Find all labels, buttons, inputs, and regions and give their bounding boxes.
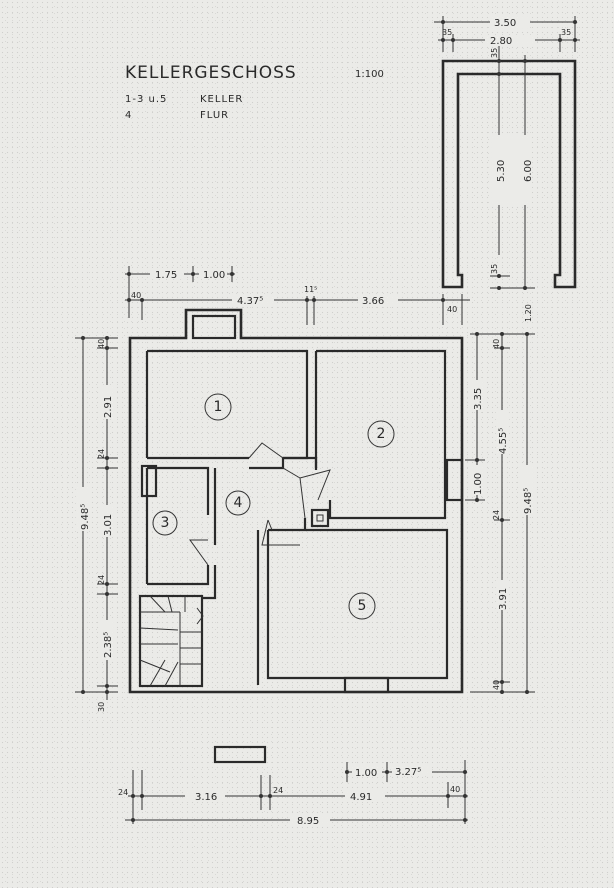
room-2: 2 [367,420,395,448]
bottom-dimension-lines [125,760,468,826]
dim-top-wall-right: 40 [447,305,457,314]
dim-right-room2: 4.55⁵ [498,428,509,454]
dim-right-window-top: 3.35 [473,388,484,410]
garage-outline [434,16,580,290]
garage-total-width: 3.50 [494,18,516,29]
dim-left-total: 9.48⁵ [80,504,91,530]
legend-label-2: FLUR [200,110,229,121]
dim-bottom-mid-wall: 24 [273,786,283,795]
dim-left-room1: 2.91 [103,396,114,418]
garage-wall-bottom: 35 [490,264,499,274]
right-dimension-lines [465,332,535,694]
dim-top-1-75: 1.75 [155,270,177,281]
plan-title: KELLERGESCHOSS [125,63,297,83]
garage-wall-top: 35 [490,48,499,58]
dim-right-total: 9.48⁵ [523,488,534,514]
dim-top-1-00: 1.00 [203,270,225,281]
plan-scale: 1:100 [355,69,384,80]
building-walls [128,308,464,694]
room-number: 2 [377,426,386,442]
dim-bottom-right-part: 3.27⁵ [395,767,421,778]
dim-right-gap: 1.20 [524,304,533,322]
dim-right-wall-top: 40 [492,339,501,349]
room-5: 5 [348,592,376,620]
room-number: 3 [161,515,170,531]
dim-left-wall-bottom: 30 [97,702,106,712]
garage-wall-left: 35 [442,28,452,37]
room-4: 4 [225,490,251,516]
garage-total-length: 6.00 [523,160,534,182]
dim-left-wall-top: 40 [97,339,106,349]
garage-inner-length: 5.30 [496,160,507,182]
dim-left-stairs: 2.38⁵ [103,632,114,658]
dim-bottom-wall-left: 24 [118,788,128,797]
dim-bottom-wall-right: 40 [450,785,460,794]
garage-wall-right: 35 [561,28,571,37]
dim-top-left-part: 4.37⁵ [237,296,263,307]
dim-bottom-window: 1.00 [355,768,377,779]
legend-rooms-1: 1-3 u.5 [125,94,167,105]
dim-bottom-right-room: 4.91 [350,792,372,803]
garage-inner-width: 2.80 [490,36,512,47]
dim-left-wall2: 24 [97,575,106,585]
legend-rooms-2: 4 [125,110,132,121]
room-number: 1 [214,399,223,415]
room-3: 3 [152,510,178,536]
dim-top-right-part: 3.66 [362,296,384,307]
dim-right-wall: 24 [492,510,501,520]
top-dimension-lines [125,266,470,325]
legend-label-1: KELLER [200,94,243,105]
dim-top-wall-left: 40 [131,291,141,300]
dim-left-wall1: 24 [97,449,106,459]
left-dimension-lines [75,336,118,700]
room-number: 5 [358,598,367,614]
outdoor-element [213,745,267,764]
room-number: 4 [234,495,243,511]
dim-bottom-left-part: 3.16 [195,792,217,803]
room-1: 1 [204,393,232,421]
dim-bottom-total: 8.95 [297,816,319,827]
dim-right-wall-bottom: 40 [492,680,501,690]
dim-left-room3: 3.01 [103,514,114,536]
dim-top-middle-wall: 11⁵ [304,285,317,294]
dim-right-window: 1.00 [473,473,484,495]
dim-right-room5: 3.91 [498,588,509,610]
